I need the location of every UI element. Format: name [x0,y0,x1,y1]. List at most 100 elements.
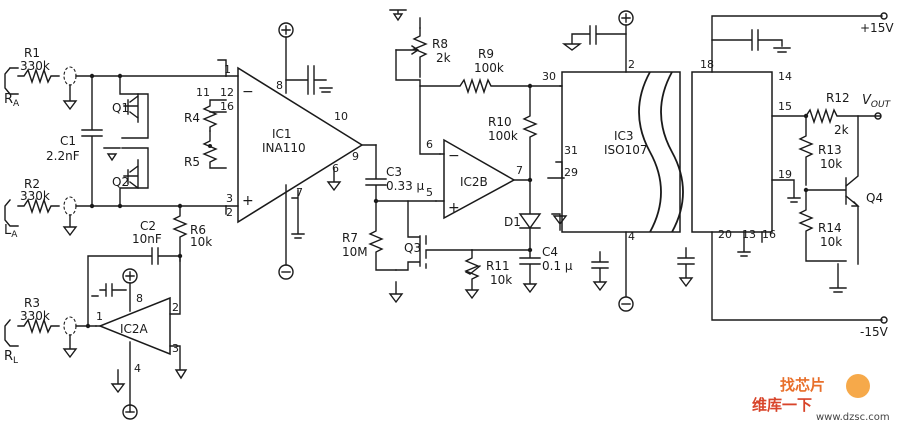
ic2b-amplifier [435,138,531,220]
r11-resistor [464,249,481,300]
r1-value: 330k [20,59,50,73]
ic3-pin20: 20 [718,228,732,241]
r7-ref: R7 [342,231,358,245]
c2-capacitor [85,247,181,329]
ic3-pin31: 31 [564,144,578,157]
r12-resistor [771,107,882,125]
ic2a-ref: IC2A [120,322,149,336]
r1-ref: R1 [24,46,40,60]
q3-ref: Q3 [404,241,421,255]
ic2b-ref: IC2B [460,175,488,189]
ic3-pin16: 16 [762,228,776,241]
c1-ref: C1 [60,134,76,148]
ic1-pin7: 7 [296,186,303,199]
r6-resistor [172,203,188,262]
supply-pos: +15V [860,21,894,35]
ic3-pin4: 4 [628,230,635,243]
watermark-site: www.dzsc.com [816,412,890,423]
ic3-pin18: 18 [700,58,714,71]
r8-pot [389,9,441,155]
q2-ref: Q2 [112,175,129,189]
r2-value: 330k [20,189,50,203]
ic3-part: ISO107 [604,143,648,157]
ic2a-pin8: 8 [136,292,143,305]
c4-value: 0.1 μ [542,259,573,273]
q2-transistor [103,147,149,209]
r9-value: 100k [474,61,504,75]
r8-value: 2k [436,51,451,65]
r10-ref: R10 [488,115,512,129]
q3-transistor [395,200,473,271]
ic3-input-supply [561,10,634,312]
r7-resistor [368,200,404,304]
ic1-pin16: 16 [220,100,234,113]
ic1-pin9: 9 [352,150,359,163]
ic2b-pin7: 7 [516,164,523,177]
ic1-part: INA110 [262,141,306,155]
q1-transistor [117,73,149,139]
c3-ref: C3 [386,165,402,179]
c1-capacitor [81,73,103,209]
ic2b-pin5: 5 [426,186,433,199]
ic2a-pin1: 1 [96,310,103,323]
ic1-pin3: 3 [226,192,233,205]
ic2a-pin4: 4 [134,362,141,375]
ic3-isolation-amp [547,71,773,233]
r8-ref: R8 [432,37,448,51]
watermark-logo-icon [846,374,870,398]
r9-ref: R9 [478,47,494,61]
r13-value: 10k [820,157,842,171]
ic3-output-supply [677,12,888,324]
r12-ref: R12 [826,91,850,105]
ic1-minus: − [242,84,254,100]
c4-ref: C4 [542,245,558,259]
r10-resistor [522,85,538,183]
ic3-pin2: 2 [628,58,635,71]
r5-ref: R5 [184,155,200,169]
r7-value: 10M [342,245,368,259]
ic3-ref: IC3 [614,129,634,143]
ic1-pos-supply [278,22,333,95]
r14-ref: R14 [818,221,842,235]
ic1-pin10: 10 [334,110,348,123]
label-la: LA [4,223,18,240]
ic2a-pin3: 3 [172,342,179,355]
r14-value: 10k [820,235,842,249]
ic3-pin29: 29 [564,166,578,179]
r6-value: 10k [190,235,212,249]
ic1-pin8: 8 [276,79,283,92]
ic1-pin11: 11 [196,86,210,99]
r12-value: 2k [834,123,849,137]
ic1-neg-supply [278,167,342,280]
ic3-pin30: 30 [542,70,556,83]
r3-ref: R3 [24,296,40,310]
c4-capacitor [471,249,541,294]
r13-r14-q4 [798,115,860,293]
c3-value: 0.33 μ [386,179,425,193]
r6-ref: R6 [190,223,206,237]
d1-ref: D1 [504,215,521,229]
q4-ref: Q4 [866,191,883,205]
electrode-rl [4,316,97,359]
r11-value: 10k [490,273,512,287]
watermark: 找芯片 维库一下 www.dzsc.com [752,374,890,423]
ic2b-plus: + [448,200,460,216]
ic3-pin19: 19 [778,168,792,181]
c2-value: 10nF [132,232,162,246]
r4-ref: R4 [184,111,200,125]
c2-ref: C2 [140,219,156,233]
ic3-pin14: 14 [778,70,792,83]
ic1-pin12: 12 [220,86,234,99]
r10-value: 100k [488,129,518,143]
q1-ref: Q1 [112,101,129,115]
label-rl: RL [4,349,18,366]
ic1-ref: IC1 [272,127,292,141]
ic1-pin2: 2 [226,206,233,219]
c1-value: 2.2nF [46,149,80,163]
ic3-pin13: 13 [742,228,756,241]
d1-diode [518,179,542,253]
ic2b-pin6: 6 [426,138,433,151]
ic2a-amplifier [91,255,188,420]
ic2a-pin2: 2 [172,301,179,314]
watermark-logo: 找芯片 [780,376,825,394]
